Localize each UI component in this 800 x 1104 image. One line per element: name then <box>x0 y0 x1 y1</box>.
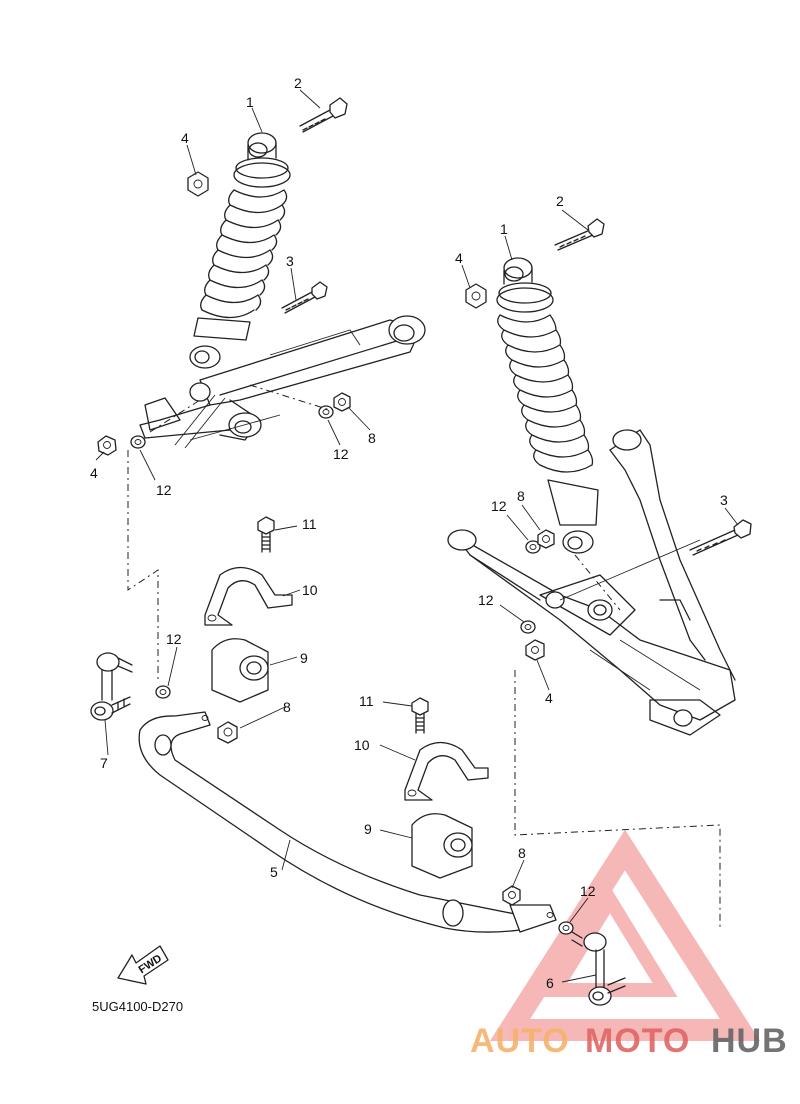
left-a-arm <box>139 315 426 449</box>
watermark-part3: HUB <box>711 1022 788 1060</box>
alignment-lines <box>127 384 721 930</box>
stabilizer-bar <box>138 711 557 933</box>
left-spring <box>200 189 288 319</box>
right-upper-nut <box>465 283 487 309</box>
bushing-lower <box>411 813 473 879</box>
label-9-upper: 9 <box>300 650 308 666</box>
label-12-right-mid: 12 <box>478 592 494 608</box>
left-upper-bolt <box>299 97 348 133</box>
label-3-left: 3 <box>286 253 294 269</box>
right-spring <box>497 314 594 473</box>
label-12-left-lower: 12 <box>156 482 172 498</box>
right-nut-b <box>537 529 555 549</box>
label-2-left: 2 <box>294 75 302 91</box>
left-upper-nut <box>187 171 209 197</box>
right-a-arm <box>447 429 736 736</box>
label-11-upper: 11 <box>302 516 317 532</box>
label-8-stabilizer-left: 8 <box>283 699 291 715</box>
right-shock-absorber <box>496 257 599 554</box>
left-shock-absorber <box>189 132 291 369</box>
left-washer-a <box>130 435 146 449</box>
label-12-link-right: 12 <box>580 883 596 899</box>
stabilizer-nut-left <box>217 721 238 744</box>
label-8-stabilizer-right: 8 <box>518 845 526 861</box>
label-4-left-upper: 4 <box>181 130 189 146</box>
label-1-right: 1 <box>500 221 508 237</box>
stabilizer-nut-right <box>502 885 521 906</box>
label-4-left-lower: 4 <box>90 465 98 481</box>
label-3-right: 3 <box>720 492 728 508</box>
fwd-arrow-icon: FWD <box>117 945 169 985</box>
label-12-link-left: 12 <box>166 631 182 647</box>
watermark-logo <box>489 829 761 1041</box>
right-washer-a <box>520 620 536 634</box>
label-11-lower: 11 <box>359 693 374 709</box>
left-washer-c <box>155 685 171 699</box>
link-right <box>571 931 626 1006</box>
holder-upper-bolt <box>257 516 275 553</box>
label-6: 6 <box>546 975 554 991</box>
link-left <box>90 652 133 721</box>
label-12-right-upper: 12 <box>491 498 507 514</box>
label-4-right-lower: 4 <box>545 690 553 706</box>
label-2-right: 2 <box>556 193 564 209</box>
label-9-lower: 9 <box>364 821 372 837</box>
label-5: 5 <box>270 864 278 880</box>
right-lower-bolt <box>689 519 752 556</box>
bushing-upper <box>211 638 269 703</box>
label-10-upper: 10 <box>302 582 318 598</box>
right-washer-c <box>558 921 574 935</box>
label-12-left-mid: 12 <box>333 446 349 462</box>
label-1-left: 1 <box>246 94 254 110</box>
left-nut-b <box>333 392 351 412</box>
label-10-lower: 10 <box>354 737 370 753</box>
label-8-right-upper: 8 <box>517 488 525 504</box>
right-washer-b <box>525 540 541 554</box>
label-8-left-mid: 8 <box>368 430 376 446</box>
leader-lines <box>95 89 739 983</box>
left-lower-nut <box>97 435 117 456</box>
left-lower-bolt <box>281 281 328 314</box>
holder-lower <box>404 741 489 801</box>
left-washer-b <box>318 405 334 419</box>
holder-lower-bolt <box>411 697 429 734</box>
part-labels: 1 2 4 3 4 12 12 8 1 2 4 3 12 8 12 4 11 1… <box>90 75 728 991</box>
right-upper-bolt <box>554 218 605 251</box>
holder-upper <box>204 566 293 626</box>
watermark-part2: MOTO <box>585 1022 690 1060</box>
right-lower-nut <box>525 639 545 661</box>
label-4-right-upper: 4 <box>455 250 463 266</box>
label-7: 7 <box>100 755 108 771</box>
watermark-part1: AUTO <box>470 1022 570 1060</box>
watermark-text: AUTO MOTO HUB <box>470 1022 788 1060</box>
diagram-code: 5UG4100-D270 <box>92 999 183 1014</box>
